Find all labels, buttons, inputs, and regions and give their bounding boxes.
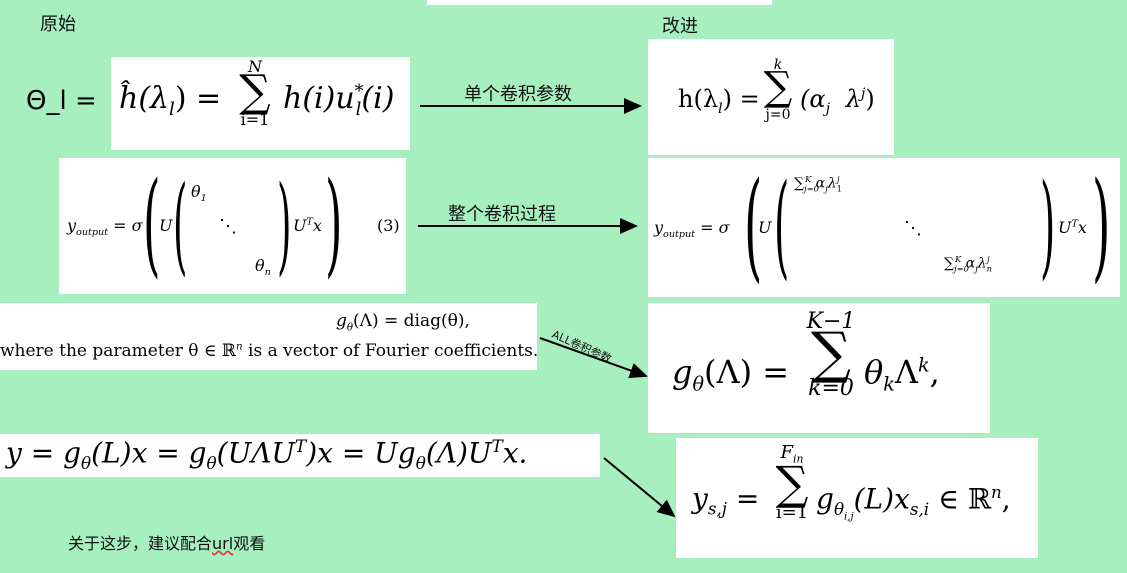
note-url-link[interactable]: url [212, 534, 234, 553]
arrow-label-single-param: 单个卷积参数 [464, 84, 572, 105]
formula-improved-2: youtput = σ ( U ( ∑j=0K αjλ1j ⋱ ∑j=0K αj… [648, 158, 1120, 297]
label-original: 原始 [40, 14, 76, 35]
label-improved: 改进 [662, 16, 698, 37]
theta-l-label: Θ_l = [26, 86, 97, 116]
formula-improved-4: ys,j = Fin ∑ i=1 gθi,j(L)xs,i ∈ ℝn, [676, 438, 1038, 558]
formula-original-3: gθ(Λ) = diag(θ), where the parameter θ ∈… [0, 303, 538, 370]
formula-original-2: youtput = σ ( U ( θ1 ⋱ θn ) UTx ) (3) [59, 158, 406, 294]
formula-original-1: ĥ(λl) = N ∑ i=1 h(i)u*l(i) [111, 57, 410, 150]
top-strip [427, 0, 772, 5]
formula-improved-1: h(λl) = k ∑ j=0 (αj λj) [648, 39, 894, 155]
note-text: 关于这步，建议配合url观看 [68, 534, 266, 553]
arrow-all-param [539, 337, 648, 379]
formula-improved-3: gθ(Λ) = K−1 ∑ k=0 θkΛk, [648, 303, 990, 433]
arrow-label-whole-process: 整个卷积过程 [448, 204, 556, 225]
arrow-graph-conv [603, 457, 676, 518]
formula-original-4: y = gθ(L)x = gθ(UΛUT)x = Ugθ(Λ)UTx. [0, 434, 600, 477]
